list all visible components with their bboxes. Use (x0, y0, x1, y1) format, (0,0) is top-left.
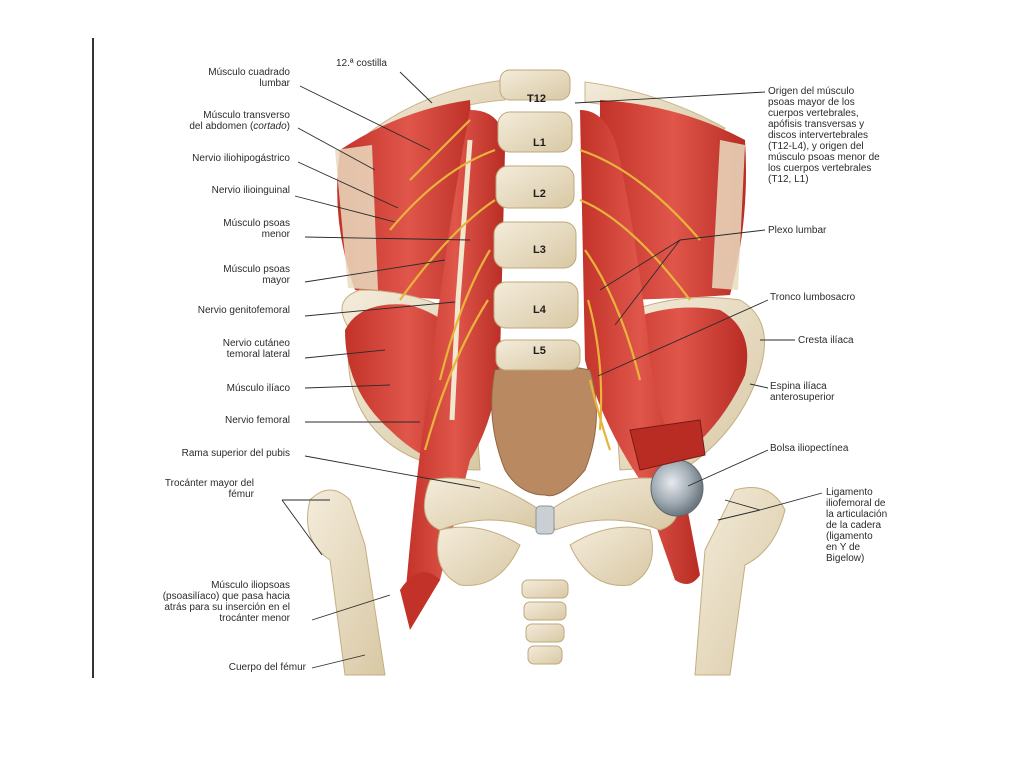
label-transverso-abdomen: Músculo transverso del abdomen (cortado) (189, 110, 290, 132)
label-12-costilla: 12.ª costilla (336, 58, 387, 69)
label-cresta-iliaca: Cresta ilíaca (798, 335, 854, 346)
transverse-abdominis-cut-right (712, 140, 745, 290)
psoas-minor-tendon (449, 139, 473, 421)
psoas-cut-end-right (629, 419, 706, 471)
label-cuerpo-femur: Cuerpo del fémur (228, 662, 306, 673)
label-origen-psoas: Origen del músculo psoas mayor de los cu… (768, 86, 880, 185)
femur-right (694, 487, 786, 676)
label-bolsa-iliopectinea: Bolsa iliopectínea (770, 443, 849, 454)
lumbar-spine (493, 69, 581, 371)
pubic-symphysis (535, 505, 555, 535)
leader-lines (281, 71, 823, 669)
label-rama-superior-pubis: Rama superior del pubis (181, 448, 290, 459)
label-ilioinguinal: Nervio ilioinguinal (211, 185, 290, 196)
iliopectineal-bursa (650, 459, 704, 517)
label-iliopsoas: Músculo iliopsoas (psoasilíaco) que pasa… (162, 580, 290, 624)
lower-spinal-column (521, 579, 569, 665)
label-iliohipogastrico: Nervio iliohipogástrico (192, 153, 290, 164)
vertebra-label-l5: L5 (533, 345, 546, 357)
femur-left (307, 489, 386, 676)
obturator-ring-right (569, 526, 653, 586)
vertebra-label-l1: L1 (533, 137, 546, 149)
label-plexo-lumbar: Plexo lumbar (768, 225, 827, 236)
vertebra-label-l2: L2 (533, 188, 546, 200)
pubic-ramus-left (423, 477, 541, 531)
label-musculo-iliaco: Músculo ilíaco (226, 383, 290, 394)
vertebra-label-l4: L4 (533, 304, 547, 316)
iliopsoas-insertion-left (400, 572, 440, 630)
obturator-ring-left (437, 526, 521, 586)
label-ligamento-iliofemoral: Ligamento iliofemoral de la articulación… (826, 487, 888, 564)
vertebra-label-l3: L3 (533, 244, 546, 256)
sacrum (491, 364, 597, 497)
quadratus-lumborum-right (600, 100, 746, 300)
label-genitofemoral: Nervio genitofemoral (197, 305, 290, 316)
transverse-abdominis-cut-left (335, 145, 378, 290)
vertebra-label-t12: T12 (527, 93, 546, 105)
page-left-rule (92, 38, 94, 678)
label-tronco-lumbosacro: Tronco lumbosacro (770, 292, 856, 303)
label-nervio-femoral: Nervio femoral (224, 415, 290, 426)
